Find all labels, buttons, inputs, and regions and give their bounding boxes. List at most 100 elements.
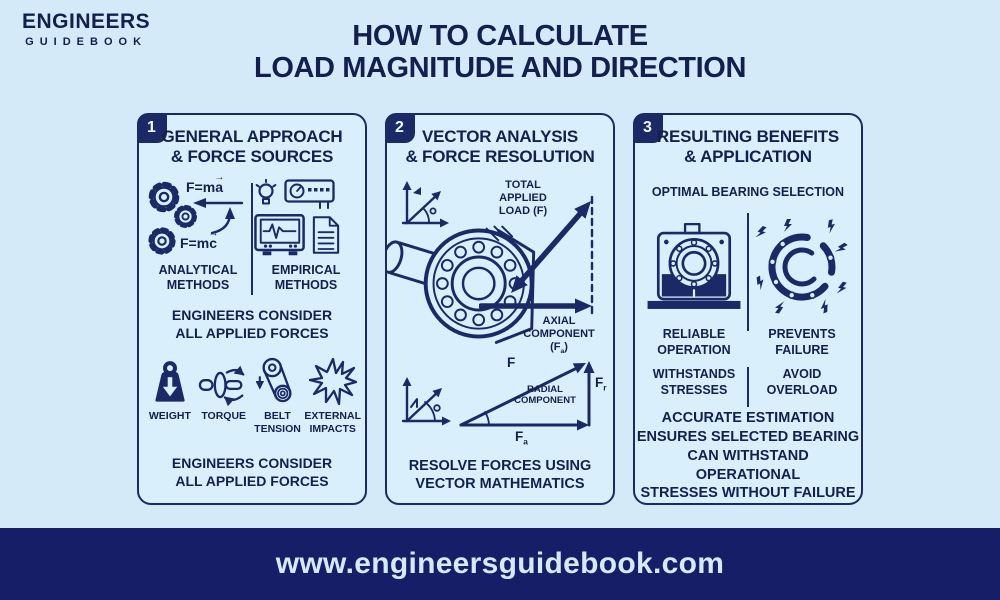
methods-row: F=ma→ F=mc→ ANALYTICAL METHODS xyxy=(145,172,359,299)
formula-prefix: F=m xyxy=(186,179,216,195)
panel-1-title-line1: GENERAL APPROACH xyxy=(161,127,343,146)
step-badge-3: 3 xyxy=(632,112,663,143)
weight-icon-box xyxy=(143,352,197,406)
withstands-line1: WITHSTANDS xyxy=(652,367,736,381)
prevents-line2: FAILURE xyxy=(775,342,829,357)
mid-heading-line1: ENGINEERS CONSIDER xyxy=(171,307,333,323)
curved-arrow-icon xyxy=(210,207,235,235)
pillow-block-icon xyxy=(647,222,741,309)
total-load-label: TOTAL APPLIED LOAD (F) xyxy=(479,179,567,219)
cracked-bearing-icon xyxy=(755,219,848,314)
axis-icon xyxy=(401,377,451,426)
document-icon xyxy=(312,216,340,254)
brand-subname: GUIDEBOOK xyxy=(25,36,148,49)
benefits-row: RELIABLE OPERATION xyxy=(641,207,855,358)
benefit-reliable-operation: RELIABLE OPERATION xyxy=(641,207,747,358)
force-fr-label: Fr xyxy=(595,375,607,393)
left-arrow-icon xyxy=(193,198,244,208)
analytical-label-line1: ANALYTICAL xyxy=(158,263,238,277)
forces-row: WEIGHT xyxy=(143,352,361,435)
belt-label-line1: BELT xyxy=(264,410,291,422)
panel-1-title-line2: & FORCE SOURCES xyxy=(170,147,334,167)
axial-close: ) xyxy=(564,341,568,354)
panel-3-title: RESULTING BENEFITS & APPLICATION xyxy=(635,127,861,167)
panel-1-mid-heading: ENGINEERS CONSIDER ALL APPLIED FORCES xyxy=(139,307,365,342)
total-load-line3: LOAD (F) xyxy=(498,205,548,218)
weight-label: WEIGHT xyxy=(143,410,197,423)
brand-logo: ENGINEERS GUIDEBOOK xyxy=(22,10,150,48)
pillow-block-icon-box xyxy=(641,207,747,327)
gear-icon xyxy=(174,205,197,228)
reliable-operation-label: RELIABLE OPERATION xyxy=(641,327,747,358)
axial-arrow xyxy=(479,298,592,314)
cracked-bearing-icon-box xyxy=(749,207,855,327)
resolve-line2: VECTOR MATHEMATICS xyxy=(415,476,585,493)
note-line3: CAN WITHSTAND OPERATIONAL xyxy=(687,447,809,483)
fa-main: F xyxy=(515,429,524,444)
vector-arrow-icon: → xyxy=(208,227,219,239)
note-line1: ACCURATE ESTIMATION xyxy=(661,410,835,426)
analytical-label: ANALYTICAL METHODS xyxy=(145,263,251,293)
formula-f-ma: F=ma→ xyxy=(186,172,225,195)
empirical-label-line1: EMPIRICAL xyxy=(271,263,341,277)
avoid-line1: AVOID xyxy=(782,367,822,381)
withstands-stresses-label: WITHSTANDS STRESSES xyxy=(641,367,747,407)
gear-icon xyxy=(148,227,176,255)
radial-line1: RADIAL xyxy=(527,384,563,395)
benefit-prevents-failure: PREVENTS FAILURE xyxy=(749,207,855,358)
prevents-failure-label: PREVENTS FAILURE xyxy=(749,327,855,358)
formula-var: a xyxy=(215,179,223,195)
axis-icon xyxy=(401,181,449,228)
footer-band: www.engineersguidebook.com xyxy=(0,528,1000,600)
formula-var: c xyxy=(209,235,217,251)
empirical-label-line2: METHODS xyxy=(274,278,338,292)
lightning-icon xyxy=(755,219,848,314)
total-load-arrow xyxy=(511,201,591,293)
torque-label-line1: TORQUE xyxy=(201,410,247,422)
weight-label-line1: WEIGHT xyxy=(148,410,191,422)
formula-f-mc: F=mc→ xyxy=(180,228,219,251)
belt-tension-icon xyxy=(256,357,293,403)
empirical-icon-group xyxy=(254,179,358,259)
torque-icon xyxy=(198,365,245,406)
analytical-label-line2: METHODS xyxy=(166,278,230,292)
panels-row: 1 GENERAL APPROACH & FORCE SOURCES xyxy=(0,112,1000,505)
withstands-line2: STRESSES xyxy=(660,382,728,397)
gear-icon xyxy=(148,181,180,213)
force-triangle-lines xyxy=(459,361,595,431)
panel-1-bottom-note: ENGINEERS CONSIDER ALL APPLIED FORCES xyxy=(139,455,365,490)
brand-name: ENGINEERS xyxy=(22,10,151,33)
panel-3-note: ACCURATE ESTIMATION ENSURES SELECTED BEA… xyxy=(635,409,861,503)
fa-sub: a xyxy=(523,436,528,447)
step-badge-2: 2 xyxy=(384,112,415,143)
gauge-icon xyxy=(284,179,335,209)
axial-component-label: AXIAL COMPONENT (Fa) xyxy=(509,315,609,357)
panel-resulting-benefits: 3 RESULTING BENEFITS & APPLICATION OPTIM… xyxy=(632,112,863,505)
axial-line3: (Fa) xyxy=(509,341,609,356)
panel-3-title-line1: RESULTING BENEFITS xyxy=(656,127,840,146)
analytical-methods: F=ma→ F=mc→ ANALYTICAL METHODS xyxy=(145,172,251,299)
bearing-icon xyxy=(387,225,536,344)
torque-label: TORQUE xyxy=(197,410,251,423)
force-belt-tension: BELT TENSION xyxy=(251,352,305,435)
panel-2-title: VECTOR ANALYSIS & FORCE RESOLUTION xyxy=(387,127,613,167)
force-external-impacts: EXTERNAL IMPACTS xyxy=(304,352,361,435)
total-load-line2: APPLIED xyxy=(499,192,547,205)
empirical-methods: EMPIRICAL METHODS xyxy=(253,179,359,299)
impact-label-line1: EXTERNAL xyxy=(304,410,361,422)
page-title-line2: LOAD MAGNITUDE AND DIRECTION xyxy=(254,52,746,85)
formula-prefix: F=m xyxy=(180,235,210,251)
benefits-divider-2 xyxy=(747,367,749,407)
fr-sub: r xyxy=(603,382,607,393)
torque-icon-box xyxy=(197,352,251,406)
vector-arrow-icon: → xyxy=(214,171,225,183)
impact-label-line2: IMPACTS xyxy=(309,422,356,435)
analytical-icon-group: F=ma→ F=mc→ xyxy=(146,172,250,259)
radial-component-label: RADIAL COMPONENT xyxy=(505,384,585,407)
reliable-line2: OPERATION xyxy=(657,342,731,357)
prevents-line1: PREVENTS xyxy=(768,327,836,341)
axial-line2: COMPONENT xyxy=(523,328,595,341)
force-triangle: F Fr RADIAL COMPONENT Fa xyxy=(453,351,613,451)
weight-icon xyxy=(155,361,185,402)
